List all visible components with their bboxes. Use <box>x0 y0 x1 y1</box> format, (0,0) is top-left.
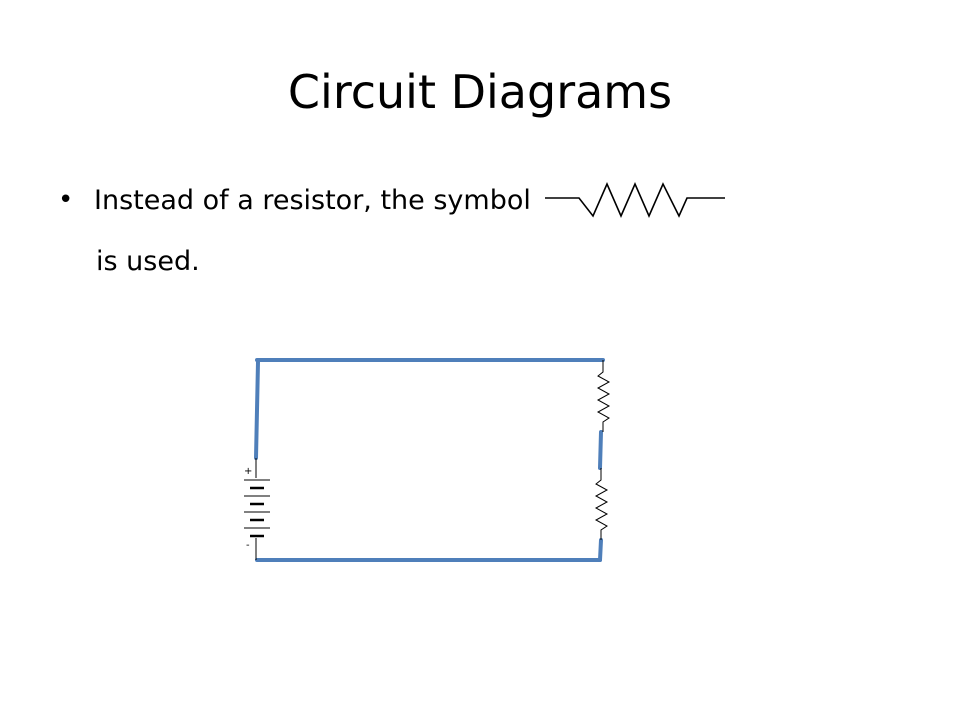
bullet-text-line1: Instead of a resistor, the symbol <box>94 184 531 216</box>
wire-left <box>254 360 260 460</box>
bullet-item: • Instead of a resistor, the symbol <box>58 178 725 222</box>
resistor-symbol-icon <box>544 182 725 218</box>
battery-plus-label: + <box>244 466 252 477</box>
wire-bottom-right <box>598 538 603 562</box>
battery-minus-label: - <box>246 540 250 551</box>
bullet-text-line2: is used. <box>96 246 200 277</box>
slide-title: Circuit Diagrams <box>287 65 673 119</box>
resistor-bottom-icon <box>594 468 609 540</box>
resistor-top-icon <box>596 360 611 432</box>
battery-icon <box>244 458 270 560</box>
circuit-wires <box>254 358 605 562</box>
bullet-marker: • <box>58 185 74 215</box>
wire-middle <box>598 430 603 470</box>
